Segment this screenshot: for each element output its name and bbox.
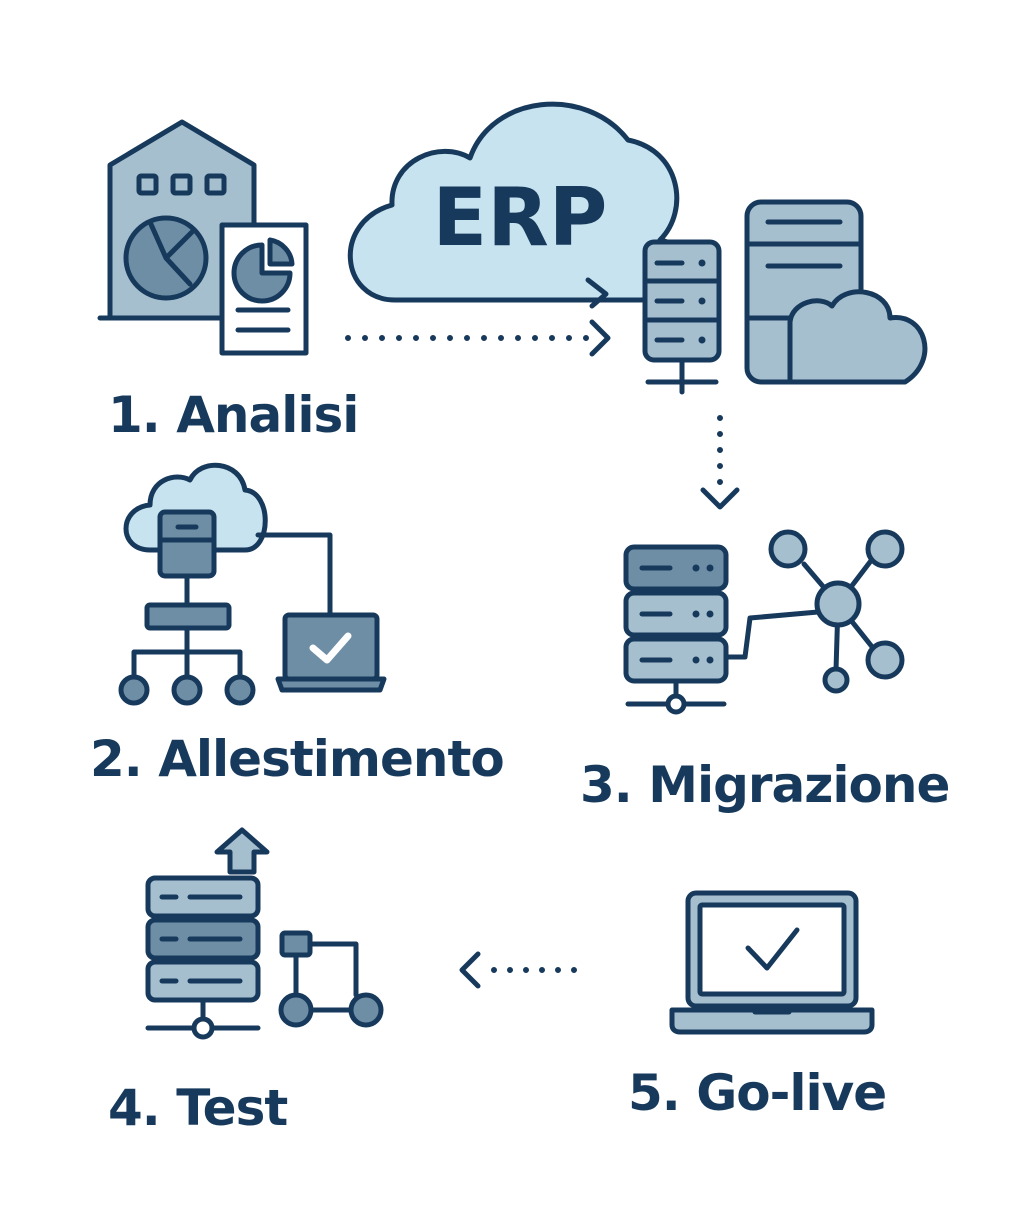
server-connector-icon [642,239,722,395]
data-center-cloud-icon [744,199,928,385]
step-label-allestimento: 2. Allestimento [90,730,505,788]
erp-cloud-icon: ERP [347,101,691,309]
step-label-test: 4. Test [108,1079,288,1137]
cloud-network-laptop-icon [118,462,387,706]
step-label-migrazione: 3. Migrazione [580,756,950,814]
step-label-analisi: 1. Analisi [108,386,359,444]
arrow-golive-to-test [459,951,577,989]
step-label-golive: 5. Go-live [628,1064,887,1122]
arrow-erp-to-migrazione [700,415,740,510]
laptop-check-icon [669,890,875,1035]
server-upload-icon [145,827,384,1040]
building-report-icon [97,119,309,356]
server-network-icon [623,529,905,715]
arrow-analisi-to-erp [345,319,611,357]
erp-cloud-label: ERP [433,171,608,264]
